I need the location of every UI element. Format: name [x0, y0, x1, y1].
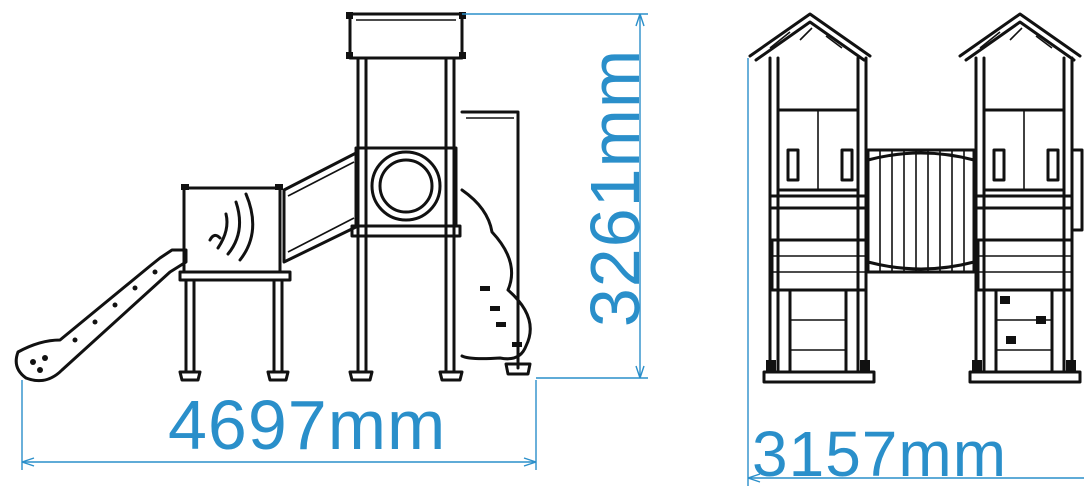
side-height-label: 3261mm [576, 48, 654, 328]
front-width-label: 3157mm [752, 418, 1007, 490]
side-view [14, 12, 648, 470]
side-bridge [282, 150, 360, 264]
front-bridge [866, 148, 976, 274]
front-right-tower [958, 12, 1084, 384]
front-view [747, 12, 1084, 486]
front-left-tower [748, 12, 876, 384]
side-left-slide [14, 248, 188, 383]
side-climbing-wall [460, 110, 532, 376]
side-small-tower [178, 184, 292, 382]
side-width-label: 4697mm [168, 386, 447, 464]
side-tall-tower [346, 12, 466, 382]
side-dimension-lines [21, 13, 648, 470]
front-dimension-lines [747, 58, 1084, 486]
side-height-label-wrapper: 3261mm [555, 28, 675, 348]
